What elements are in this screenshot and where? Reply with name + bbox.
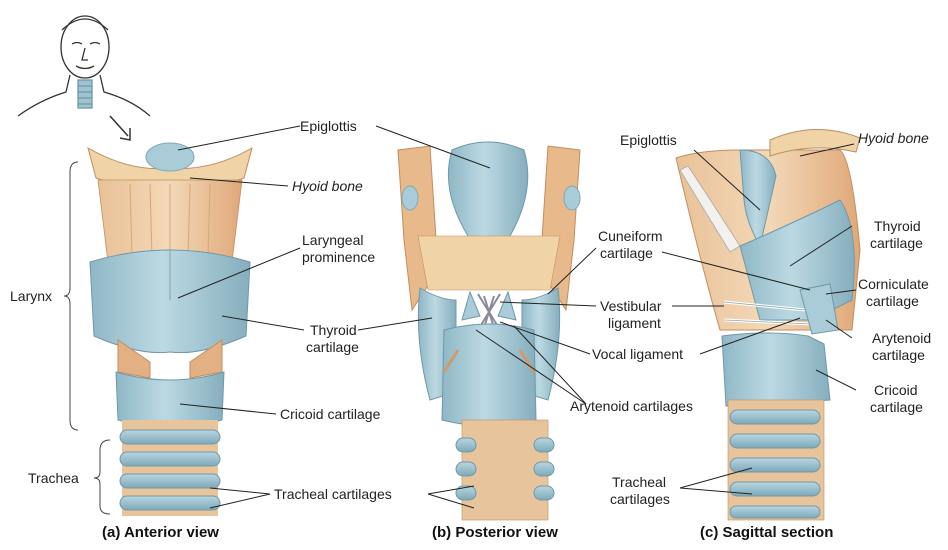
label-laryngeal-prominence-line1: Laryngeal — [302, 232, 364, 249]
anterior-illustration — [88, 143, 252, 516]
caption-sagittal-section: (c) Sagittal section — [700, 524, 833, 541]
head-inset-icon — [18, 16, 150, 140]
label-arytenoid-c-line2: cartilage — [872, 347, 925, 364]
label-arytenoid-cartilages: Arytenoid cartilages — [570, 398, 693, 415]
label-thyroid-c-line1: Thyroid — [874, 218, 921, 235]
label-trachea: Trachea — [28, 470, 79, 487]
posterior-illustration — [398, 142, 580, 520]
label-thyroid-a-line1: Thyroid — [310, 322, 357, 339]
label-corniculate-line1: Corniculate — [858, 276, 929, 293]
label-thyroid-a-line2: cartilage — [306, 339, 359, 356]
label-hyoid-bone-a: Hyoid bone — [292, 178, 363, 195]
label-tracheal-c-line1: Tracheal — [612, 474, 666, 491]
label-cricoid-c-line1: Cricoid — [874, 382, 918, 399]
label-vocal-ligament: Vocal ligament — [592, 346, 683, 363]
trachea-brace — [94, 440, 110, 514]
label-epiglottis-c: Epiglottis — [620, 132, 677, 149]
label-arytenoid-c-line1: Arytenoid — [872, 330, 931, 347]
label-cuneiform-line2: cartilage — [600, 245, 653, 262]
larynx-brace — [64, 162, 78, 430]
label-tracheal-c-line2: cartilages — [610, 491, 670, 508]
label-tracheal-a: Tracheal cartilages — [274, 486, 392, 503]
label-larynx: Larynx — [10, 288, 52, 305]
label-thyroid-c-line2: cartilage — [870, 235, 923, 252]
caption-anterior-view: (a) Anterior view — [102, 524, 219, 541]
label-vestibular-line2: ligament — [608, 315, 661, 332]
label-vestibular-line1: Vestibular — [600, 298, 661, 315]
label-hyoid-bone-c: Hyoid bone — [858, 130, 929, 147]
label-cricoid-c-line2: cartilage — [870, 399, 923, 416]
label-cricoid-a: Cricoid cartilage — [280, 406, 380, 423]
label-cuneiform-line1: Cuneiform — [598, 228, 663, 245]
caption-posterior-view: (b) Posterior view — [432, 524, 558, 541]
label-laryngeal-prominence-line2: prominence — [302, 249, 375, 266]
label-corniculate-line2: cartilage — [866, 293, 919, 310]
label-epiglottis-a: Epiglottis — [300, 118, 357, 135]
